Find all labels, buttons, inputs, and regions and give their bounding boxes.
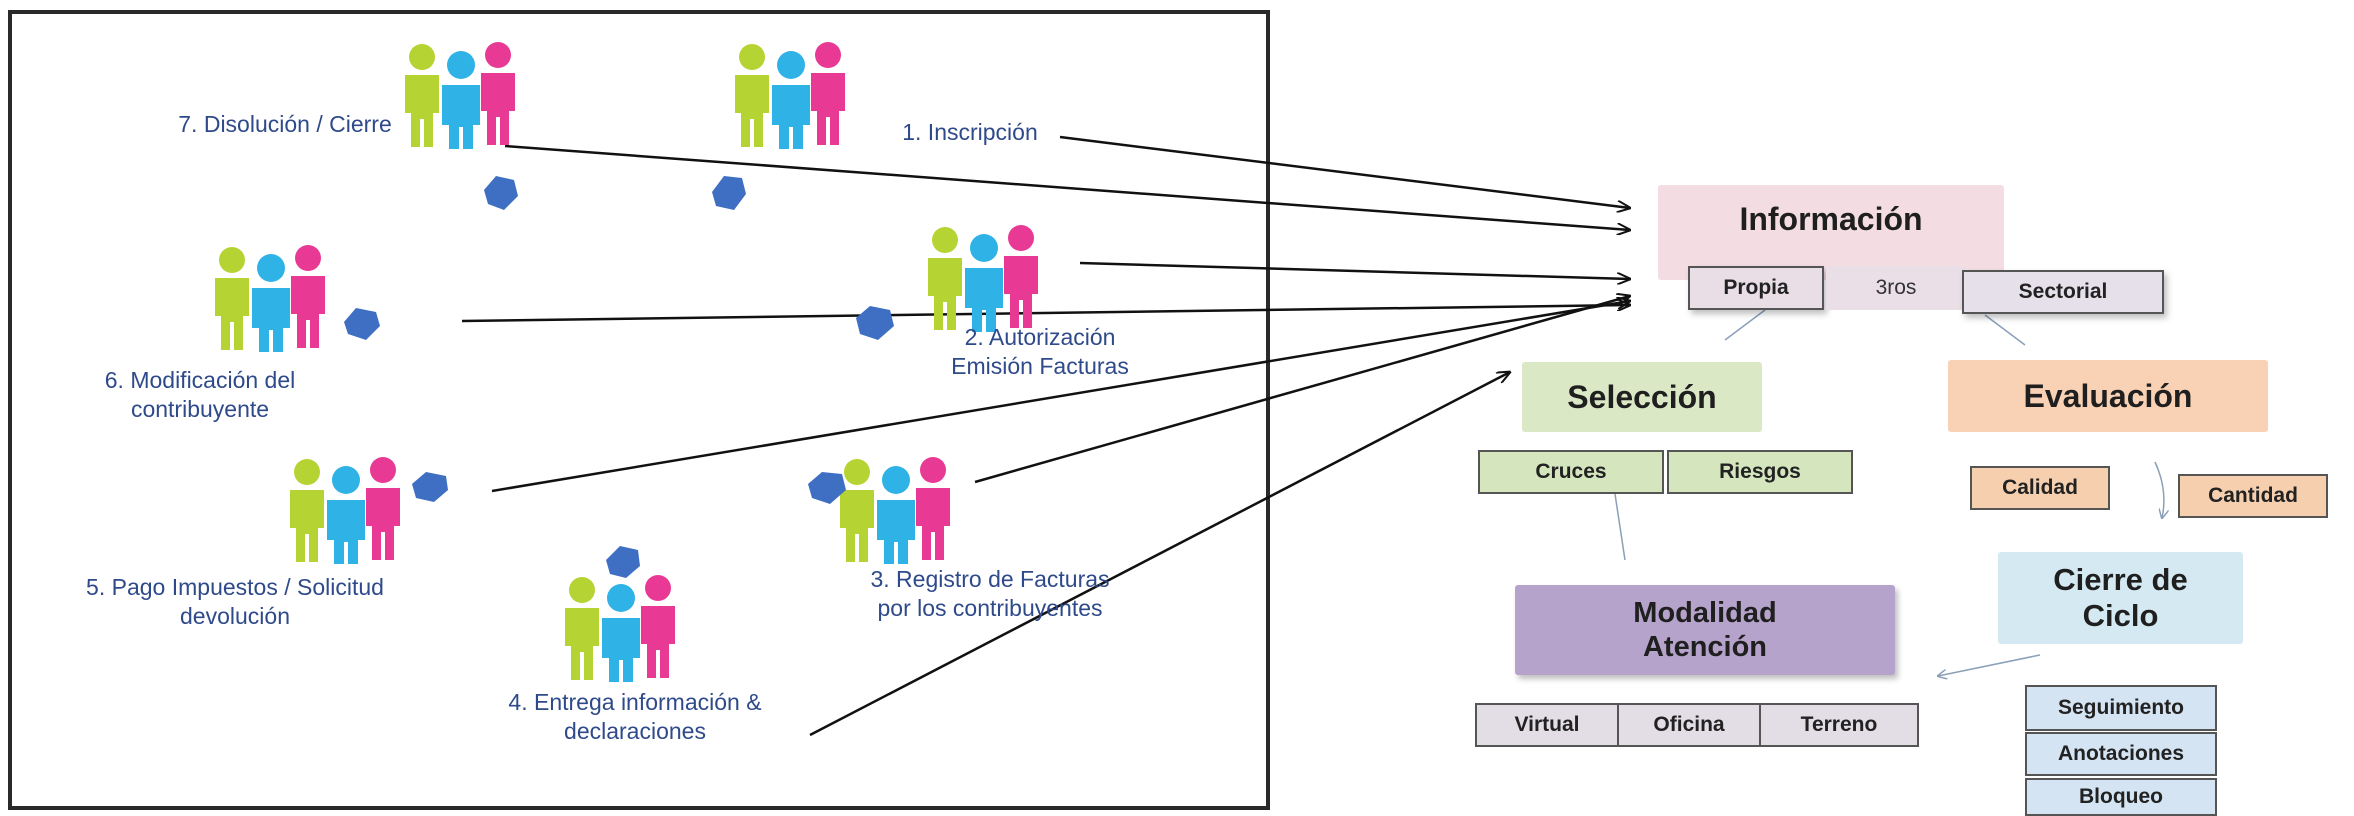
stage-label-autorizacion: 2. Autorización Emisión Facturas [951, 324, 1129, 379]
arrow-modificacion [461, 305, 1630, 323]
stage-label-disolucion: 7. Disolución / Cierre [178, 111, 392, 137]
cierre-bloqueo: Bloqueo [2025, 778, 2217, 816]
connector-cruces-modalidad [1614, 493, 1626, 561]
cierre-seguimiento: Seguimiento [2025, 685, 2217, 731]
stage-label-pago: 5. Pago Impuestos / Solicitud devolución [86, 574, 384, 629]
cycle-arrow-icon [606, 546, 640, 578]
connector-propia-seleccion [1724, 309, 1766, 341]
seleccion-riesgos: Riesgos [1667, 450, 1853, 494]
connector-evaluacion-cierre [2154, 461, 2164, 518]
cycle-arrow-icon [808, 472, 846, 504]
evaluacion-cantidad: Cantidad [2178, 474, 2328, 518]
arrow-autorizacion [1079, 261, 1630, 279]
informacion-title: Información [1739, 201, 1923, 237]
evaluacion-calidad: Calidad [1970, 466, 2110, 510]
cycle-arrow-icon [712, 176, 746, 210]
modalidad-terreno: Terreno [1759, 703, 1919, 747]
people-group-icon [840, 457, 950, 564]
arrow-entrega [809, 372, 1510, 737]
modalidad-title: Modalidad Atención [1633, 597, 1777, 663]
stage-label-modificacion: 6. Modificación del contribuyente [104, 367, 296, 422]
cierre-title: Cierre de Ciclo [2053, 562, 2188, 633]
cycle-arrow-icon [856, 306, 894, 340]
informacion-sectorial: Sectorial [1962, 270, 2164, 314]
cierre-box: Cierre de Ciclo [1998, 552, 2243, 644]
people-group-icon [928, 225, 1038, 332]
stage-label-entrega: 4. Entrega información & declaraciones [508, 689, 762, 744]
connector-sectorial-evaluacion [1984, 314, 2026, 346]
modalidad-oficina: Oficina [1617, 703, 1761, 747]
people-group-icon [290, 457, 400, 564]
people-group-icon [565, 575, 675, 682]
cycle-arrow-icon [484, 176, 518, 210]
evaluacion-box: Evaluación [1948, 360, 2268, 432]
arrow-pago [491, 301, 1630, 493]
connector-cierre-modalidad [1938, 654, 2041, 676]
cycle-arrow-icon [344, 308, 380, 340]
cierre-anotaciones: Anotaciones [2025, 732, 2217, 776]
lifecycle-frame [8, 10, 1270, 810]
arrow-disolucion [504, 144, 1630, 230]
people-group-icon [215, 245, 325, 352]
modalidad-virtual: Virtual [1475, 703, 1619, 747]
stage-label-inscripcion: 1. Inscripción [902, 119, 1038, 145]
seleccion-box: Selección [1522, 362, 1762, 432]
seleccion-cruces: Cruces [1478, 450, 1664, 494]
people-group-icon [405, 42, 515, 149]
informacion-propia: Propia [1688, 266, 1824, 310]
cycle-arrow-icon [412, 472, 448, 502]
arrow-registro [974, 296, 1630, 484]
informacion-box: Información [1658, 185, 2004, 280]
informacion-terceros: 3ros [1826, 266, 1966, 310]
arrow-inscripcion [1059, 135, 1630, 208]
stage-label-registro: 3. Registro de Facturas por los contribu… [870, 566, 1110, 621]
modalidad-box: Modalidad Atención [1515, 585, 1895, 675]
people-group-icon [735, 42, 845, 149]
